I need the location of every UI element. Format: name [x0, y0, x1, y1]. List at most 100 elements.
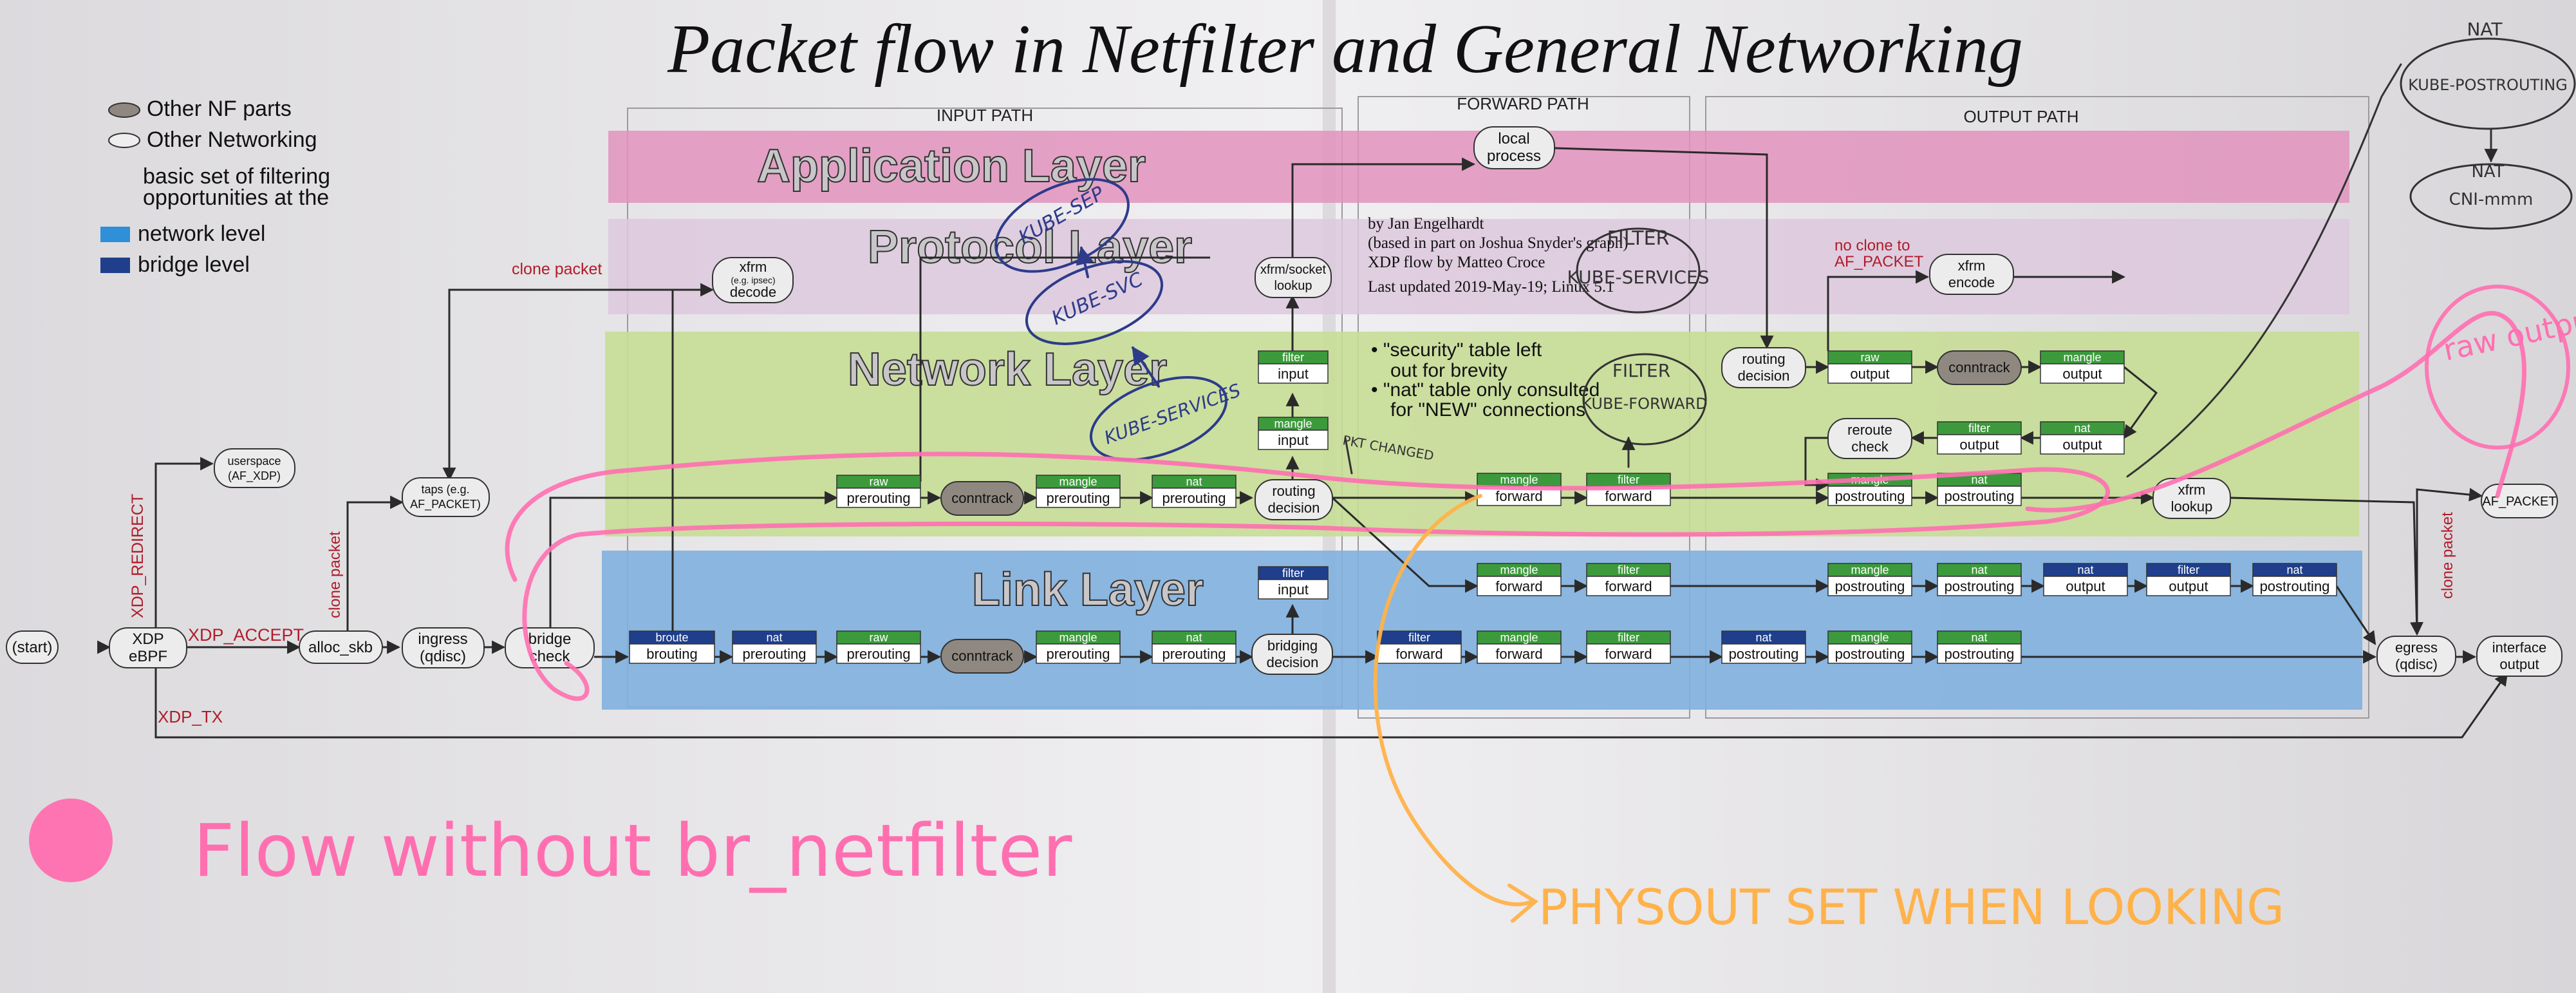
node-egress: egress (qdisc): [2376, 636, 2456, 677]
chain-link-mangle-fwd-hook: forward: [1495, 646, 1542, 662]
node-bridging-line2: decision: [1267, 654, 1319, 670]
output-path-label: OUTPUT PATH: [1963, 107, 2078, 126]
chain-mangle-input: mangle input: [1258, 417, 1329, 450]
chain-link-mangle-post-hook: postrouting: [1835, 646, 1905, 662]
legend-basic-set-line2: opportunities at the: [143, 185, 329, 210]
node-bridging-decision: bridging decision: [1251, 634, 1333, 675]
chain-mangle-postrouting-hook: postrouting: [1835, 488, 1905, 504]
chain-link-mangle-table: mangle: [1059, 631, 1097, 644]
chain-mangle-prerouting: mangle prerouting: [1036, 475, 1121, 508]
chain-link2-nat-post-hook: postrouting: [1945, 578, 2015, 594]
legend-bridge-level: bridge level: [138, 252, 250, 277]
generic-nodes: (start) XDP eBPF userspace (AF_XDP) allo…: [6, 126, 2562, 677]
chain-nat-prerouting: nat prerouting: [1152, 475, 1237, 508]
conntrack-label-3: conntrack: [1948, 359, 2010, 375]
credit-line-3: XDP flow by Matteo Croce: [1368, 254, 1545, 271]
chain-filter-input: filter input: [1258, 350, 1329, 384]
edge-egress-afpacket: [2416, 487, 2483, 634]
chain-filter-input-hook: input: [1278, 366, 1309, 382]
chain-link-mangle-forward: mangle forward: [1477, 630, 1562, 664]
note-line-3: • "nat" table only consulted: [1371, 379, 1600, 401]
chain-link-mangle-prerouting: mangle prerouting: [1036, 630, 1121, 664]
node-routing-decision-out: routing decision: [1721, 347, 1806, 388]
node-xfrm-lookup-line2: lookup: [2171, 498, 2213, 515]
chain-link-nat-table: nat: [1186, 631, 1202, 644]
node-routing-in-line1: routing: [1272, 483, 1315, 499]
chain-raw-output: raw output: [1827, 350, 1912, 384]
chain-bridge-nat-postrouting: nat postrouting: [1721, 630, 1806, 664]
forward-path-label: FORWARD PATH: [1457, 94, 1589, 113]
highlight-blob: [29, 799, 113, 882]
node-ingress-line1: ingress: [418, 630, 467, 648]
chain-bridge-nat-pre-hook: prerouting: [742, 646, 806, 662]
chain-bridge-nat-post2-table: nat: [2286, 563, 2302, 576]
credit-line-1: by Jan Engelhardt: [1368, 215, 1484, 232]
chain-link2-nat-post-table: nat: [1971, 563, 1987, 576]
pencil-cni-circle: [2409, 163, 2573, 230]
chain-link-raw-hook: prerouting: [846, 646, 910, 662]
chain-bridge-nat-pre-table: nat: [766, 631, 782, 644]
node-taps: taps (e.g. AF_PACKET): [402, 477, 490, 517]
node-xfrm-decode-line1: xfrm: [740, 259, 767, 275]
chain-mangle-input-table: mangle: [1274, 417, 1312, 430]
chain-raw-output-hook: output: [1850, 366, 1889, 382]
chain-nat-prerouting-hook: prerouting: [1162, 490, 1226, 506]
diagram-title: Packet flow in Netfilter and General Net…: [667, 11, 2023, 88]
chain-link2-filter-forward: filter forward: [1586, 563, 1671, 596]
node-reroute-line1: reroute: [1847, 422, 1892, 438]
node-xfrm-encode-line1: xfrm: [1958, 258, 1986, 274]
pencil-filter-forward: FILTER: [1612, 360, 1670, 381]
chain-link-raw-prerouting: raw prerouting: [836, 630, 921, 664]
node-af-packet: AF_PACKET: [2481, 484, 2558, 518]
chain-mangle-postrouting: mangle postrouting: [1827, 473, 1912, 506]
legend-basic-set-line1: basic set of filtering: [143, 164, 330, 189]
node-xfrm-decode-line3: decode: [730, 284, 776, 300]
node-bridging-line1: bridging: [1267, 638, 1318, 654]
chain-raw-output-table: raw: [1860, 351, 1880, 364]
ink-arrow-services-svc: [1132, 346, 1160, 388]
highlight-flow-path: [505, 451, 2111, 701]
input-path-label: INPUT PATH: [937, 106, 1033, 125]
chain-nat-output-table: nat: [2074, 422, 2090, 435]
chain-link-nat-postrouting: nat postrouting: [1937, 630, 2022, 664]
chain-broute-brouting: broute brouting: [629, 630, 715, 664]
node-reroute-check: reroute check: [1827, 418, 1912, 459]
edge-reroute-postrouting: [1804, 437, 1830, 492]
ink-arrow-svc-sep: [1076, 246, 1094, 278]
node-routing-out-line1: routing: [1742, 351, 1785, 367]
chain-link-nat-post-hook: postrouting: [1945, 646, 2015, 662]
node-xfrm-socket-lookup: xfrm/socket lookup: [1255, 257, 1332, 298]
chain-link-filter-forward: filter forward: [1586, 630, 1671, 664]
chain-broute-hook: brouting: [646, 646, 698, 662]
edge-alloc-taps: [346, 495, 404, 631]
chain-link2-mangle-post-hook: postrouting: [1835, 578, 1905, 594]
node-taps-line1: taps (e.g.: [421, 483, 469, 496]
connectors: [97, 147, 2508, 739]
conntrack-nodes: conntrack conntrack conntrack: [940, 350, 2022, 674]
chain-nat-postrouting: nat postrouting: [1937, 473, 2022, 506]
node-taps-line2: AF_PACKET): [410, 498, 481, 511]
conntrack-network-prerouting: conntrack: [940, 481, 1024, 516]
chain-link-mangle-postrouting: mangle postrouting: [1827, 630, 1912, 664]
pencil-kube-postrouting: KUBE-POSTROUTING: [2408, 76, 2568, 94]
conntrack-output: conntrack: [1937, 350, 2022, 385]
conntrack-link-prerouting: conntrack: [940, 639, 1024, 674]
node-egress-line1: egress: [2395, 639, 2438, 656]
chain-link2-mangle-forward: mangle forward: [1477, 563, 1562, 596]
chain-link2-mangle-post-table: mangle: [1851, 563, 1889, 576]
notes: • "security" table left out for brevity …: [1371, 339, 1600, 421]
node-af-packet-label: AF_PACKET: [2482, 495, 2556, 509]
chain-link-mangle-post-table: mangle: [1851, 631, 1889, 644]
chain-mangle-prerouting-hook: prerouting: [1046, 490, 1110, 506]
chain-nat-prerouting-table: nat: [1186, 475, 1202, 488]
credit-line-2: (based in part on Joshua Snyder's graph): [1368, 234, 1628, 252]
node-xfrm-lookup: xfrm lookup: [2152, 478, 2231, 519]
legend-swatch-other-nf: [108, 102, 140, 118]
chain-filter-forward-hook: forward: [1605, 488, 1652, 504]
chain-bridge-nat-out-table: nat: [2077, 563, 2093, 576]
pencil-filter: FILTER: [1607, 227, 1670, 250]
ink-kube-svc-circle: [1025, 260, 1164, 345]
chain-link2-nat-postrouting: nat postrouting: [1937, 563, 2022, 596]
node-userspace-line2: (AF_XDP): [228, 469, 281, 483]
node-alloc-skb-label: alloc_skb: [308, 639, 373, 656]
